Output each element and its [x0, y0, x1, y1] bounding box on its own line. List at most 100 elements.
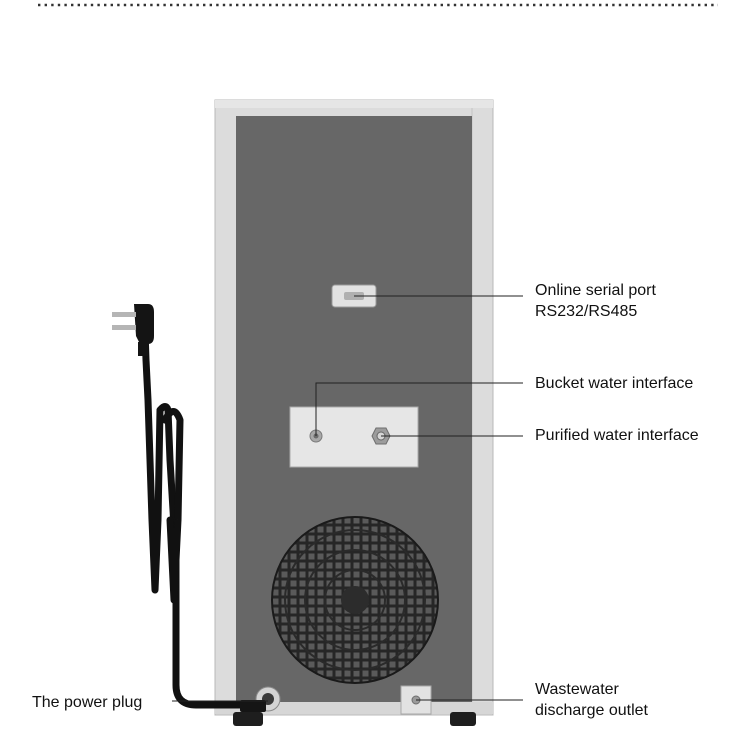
fan-grille-cell — [317, 553, 324, 560]
fan-grille-cell — [416, 589, 423, 596]
fan-grille-cell — [398, 535, 405, 542]
fan-grille-cell — [434, 598, 438, 605]
fan-grille-cell — [308, 553, 315, 560]
fan-grille-cell — [416, 607, 423, 614]
fan-grille-cell — [317, 616, 324, 623]
fan-grille-cell — [398, 598, 405, 605]
fan-grille-cell — [362, 607, 369, 614]
fan-grille-cell — [407, 625, 414, 632]
fan-grille-cell — [335, 544, 342, 551]
fan-grille-cell — [362, 652, 369, 659]
fan-grille-cell — [290, 571, 297, 578]
fan-grille-cell — [308, 535, 315, 542]
fan-grille-cell — [371, 580, 378, 587]
fan-grille-cell — [353, 652, 360, 659]
fan-grille-cell — [290, 607, 297, 614]
fan-grille-cell — [353, 616, 360, 623]
fan-grille-cell — [371, 517, 378, 524]
fan-grille-cell — [398, 562, 405, 569]
fan-ring — [324, 569, 386, 631]
fan-grille-cell — [326, 643, 333, 650]
fan-grille-cell — [308, 607, 315, 614]
fan-grille-cell — [299, 589, 306, 596]
fan-grille-cell — [353, 517, 360, 524]
fan-grille-cell — [389, 643, 396, 650]
fan-grille-cell — [335, 652, 342, 659]
fan-grille-cell — [380, 643, 387, 650]
fan-grille-cell — [380, 544, 387, 551]
fan-grille-cell — [317, 571, 324, 578]
fan-grille-cell — [299, 625, 306, 632]
fan-grille-cell — [380, 670, 387, 677]
fan-grille-cell — [362, 544, 369, 551]
fan-grille-cell — [425, 598, 432, 605]
fan-grille-cell — [290, 580, 297, 587]
fan-grille-cell — [326, 652, 333, 659]
fan-ring — [284, 529, 426, 671]
fan-grille-cell — [371, 634, 378, 641]
fan-grille-cell — [335, 598, 342, 605]
fan-grille-cell — [362, 517, 369, 524]
fan-grille-cell — [317, 580, 324, 587]
fan-grille-cell — [380, 526, 387, 533]
fan-grille-cell — [389, 544, 396, 551]
fan-grille-cell — [317, 670, 324, 677]
fan-grille-cell — [371, 562, 378, 569]
fan-grille-cell — [335, 625, 342, 632]
fan-grille-cell — [407, 634, 414, 641]
fan-grille-cell — [290, 589, 297, 596]
fan-grille-cell — [353, 544, 360, 551]
fan-grille-cell — [299, 544, 306, 551]
purified-water-label: Purified water interface — [535, 425, 699, 446]
fan-grille-cell — [281, 625, 288, 632]
fan-grille-cell — [371, 535, 378, 542]
fan-grille-cell — [335, 607, 342, 614]
fan-grille-cell — [308, 661, 315, 668]
fan-grille-cell — [389, 535, 396, 542]
fan-grille-cell — [353, 562, 360, 569]
fan-grille-cell — [353, 553, 360, 560]
fan-grille-cell — [308, 616, 315, 623]
device-back-view — [214, 99, 494, 726]
fan-grille-cell — [398, 589, 405, 596]
fan-grille-cell — [362, 616, 369, 623]
fan-grille-cell — [344, 535, 351, 542]
fan-grille-cell — [299, 562, 306, 569]
serial-port-label-line1: Online serial port — [535, 282, 656, 299]
fan-grille-cell — [353, 661, 360, 668]
fan-grille-cell — [362, 661, 369, 668]
fan-grille-cell — [344, 679, 351, 683]
fan-grille-cell — [317, 625, 324, 632]
fan-grille-cell — [407, 571, 414, 578]
fan-grille-cell — [416, 580, 423, 587]
fan-grille-cell — [389, 652, 396, 659]
fan-ring — [304, 549, 406, 651]
fan-grille-cell — [317, 661, 324, 668]
fan-grille-cell — [290, 544, 297, 551]
fan-grille-cell — [425, 571, 432, 578]
fan-grille-cell — [344, 652, 351, 659]
fan-grille-cell — [326, 670, 333, 677]
fan-grille-cell — [380, 580, 387, 587]
fan-grille-cell — [380, 553, 387, 560]
fan-grille-cell — [371, 670, 378, 677]
fan-grille-cell — [371, 652, 378, 659]
fan-grille-cell — [416, 634, 423, 641]
fan-grille-cell — [299, 535, 306, 542]
fan-grille-cell — [416, 616, 423, 623]
fan-grille-cell — [389, 526, 396, 533]
power-plug-label-text: The power plug — [32, 694, 143, 711]
fan-grille-cell — [398, 643, 405, 650]
fan-grille-cell — [398, 652, 405, 659]
fan-grille-cell — [416, 643, 423, 650]
fan-grille-cell — [335, 589, 342, 596]
power-cable — [141, 326, 266, 712]
wastewater-label-line1: Wastewater — [535, 681, 619, 698]
fan-grille-cell — [335, 526, 342, 533]
fan-grille-cell — [416, 562, 423, 569]
fan-grille-cell — [335, 580, 342, 587]
serial-port-label-line2: RS232/RS485 — [535, 303, 638, 320]
fan-grille-cell — [362, 526, 369, 533]
fan-grille-cell — [425, 589, 432, 596]
fan-grille-cell — [335, 616, 342, 623]
